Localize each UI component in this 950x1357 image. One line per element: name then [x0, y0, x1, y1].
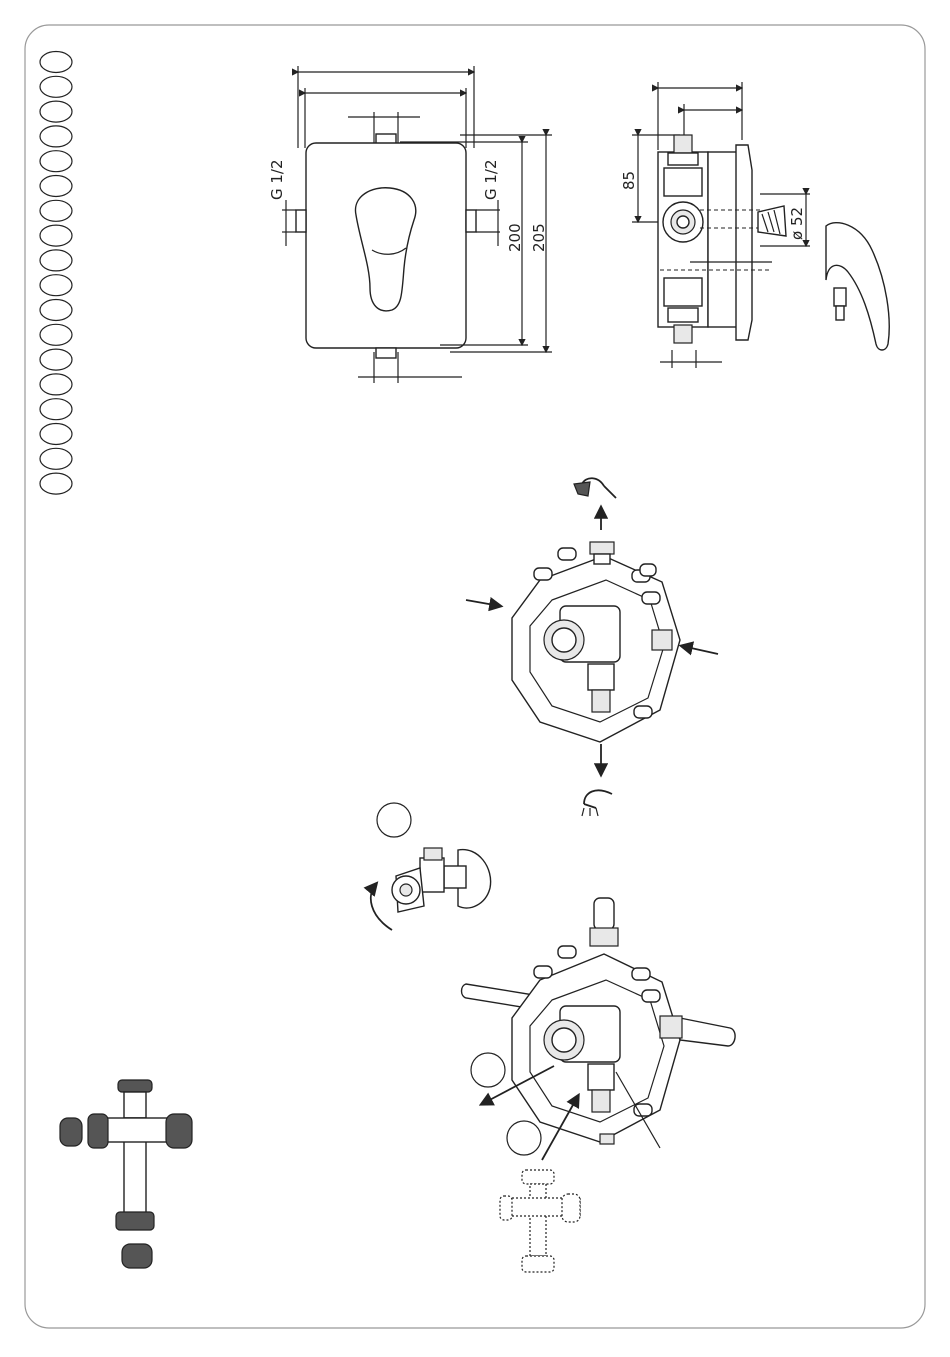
- language-oval: [40, 275, 72, 296]
- mixer-with-pipes: [462, 898, 736, 1272]
- side-lever-handle: [826, 223, 889, 350]
- thread-label-left: G 1/2: [268, 159, 286, 200]
- language-oval: [40, 200, 72, 221]
- front-view-drawing: G 1/2 G 1/2 200 205: [268, 66, 552, 383]
- dim-label-diameter: ø 52: [788, 207, 806, 240]
- thread-label-right: G 1/2: [482, 159, 500, 200]
- callout-circle-3: [507, 1121, 541, 1155]
- language-oval: [40, 151, 72, 172]
- language-oval-column: [40, 52, 72, 495]
- mixer-assembly-flow: [466, 478, 718, 816]
- language-oval: [40, 374, 72, 395]
- language-oval: [40, 324, 72, 345]
- callout-circle-1: [377, 803, 411, 837]
- language-oval: [40, 349, 72, 370]
- language-oval: [40, 52, 72, 73]
- dotted-test-plug-cross: [500, 1170, 580, 1272]
- language-oval: [40, 300, 72, 321]
- shower-head-icon: [574, 478, 616, 498]
- language-oval: [40, 176, 72, 197]
- callout-circle-2: [471, 1053, 505, 1087]
- language-oval: [40, 448, 72, 469]
- side-view-drawing: 85 ø 52: [620, 82, 889, 368]
- language-oval: [40, 473, 72, 494]
- test-plug-cross: [60, 1080, 192, 1268]
- dim-label-200: 200: [506, 223, 524, 252]
- language-oval: [40, 76, 72, 97]
- language-oval: [40, 250, 72, 271]
- angle-valve-step: [371, 803, 491, 930]
- language-oval: [40, 424, 72, 445]
- language-oval: [40, 399, 72, 420]
- dim-label-85: 85: [620, 171, 638, 190]
- bath-spout-icon: [582, 790, 612, 816]
- language-oval: [40, 126, 72, 147]
- dim-label-205: 205: [530, 223, 548, 252]
- language-oval: [40, 225, 72, 246]
- language-oval: [40, 101, 72, 122]
